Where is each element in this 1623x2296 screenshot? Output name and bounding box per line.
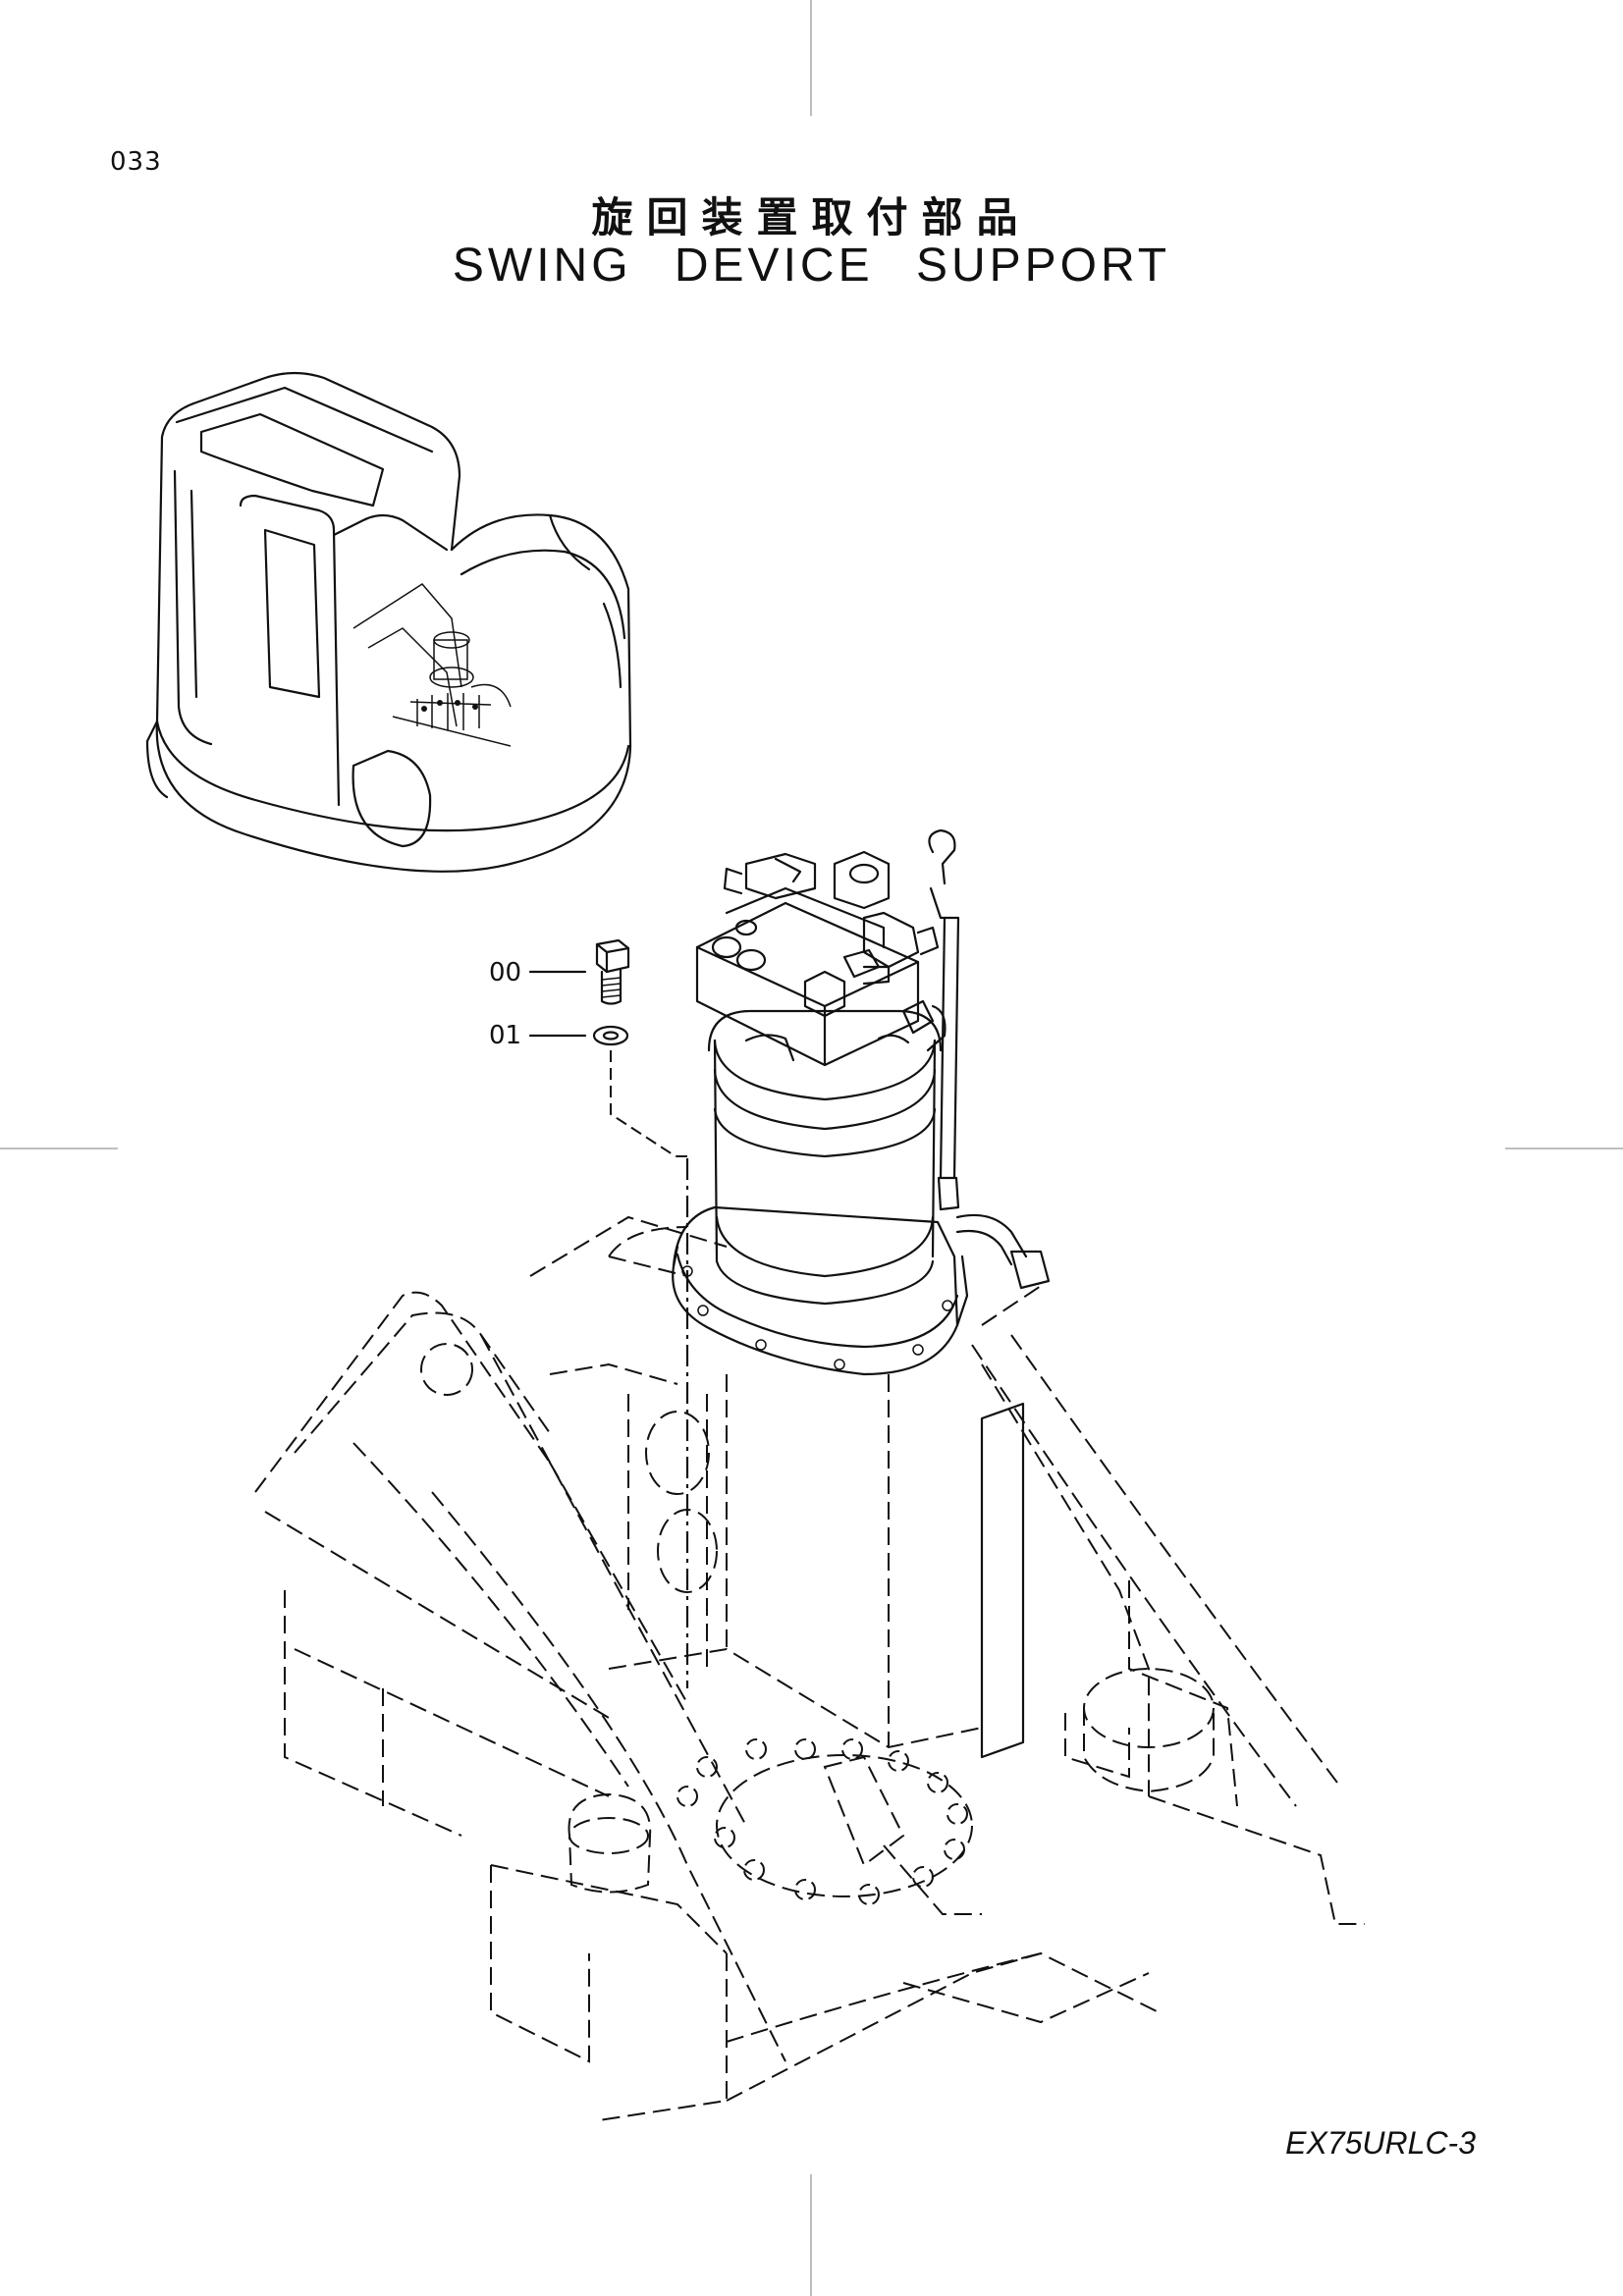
- callout-label-washer: 01: [489, 1021, 522, 1050]
- title-word: DEVICE: [674, 240, 874, 292]
- page-number: 033: [110, 147, 162, 177]
- model-code: EX75URLC-3: [1285, 2125, 1476, 2161]
- assembly-path: [610, 1050, 689, 1688]
- page-title-japanese: 旋回装置取付部品: [591, 193, 1032, 241]
- swing-device: [672, 828, 1051, 1376]
- title-word: SWING: [452, 240, 632, 292]
- excavator-overview-illustration: [145, 371, 632, 873]
- callout-leaders: [528, 970, 587, 1038]
- washer-part: [592, 1025, 629, 1046]
- bolt-part: [595, 938, 630, 1005]
- page-title-english: SWING DEVICE SUPPORT: [0, 239, 1623, 293]
- callout-label-bolt: 00: [489, 958, 522, 988]
- title-word: SUPPORT: [915, 240, 1171, 292]
- upper-frame-structure: [254, 1215, 1365, 2121]
